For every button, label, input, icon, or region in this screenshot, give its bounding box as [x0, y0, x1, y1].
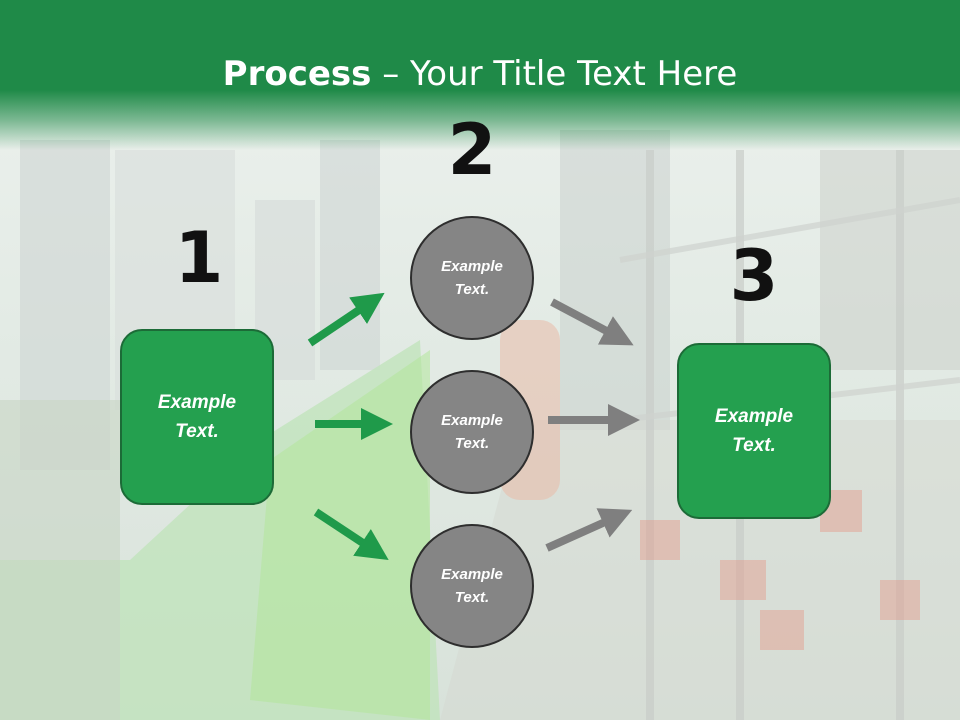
arrow-right-gray-icon — [545, 508, 633, 552]
title-rest: Your Title Text Here — [410, 54, 738, 94]
circle-middle: Example Text. — [410, 370, 534, 494]
arrow-right-green-icon — [307, 292, 385, 347]
step-1-box: Example Text. — [120, 329, 274, 505]
step-3-box: Example Text. — [677, 343, 831, 519]
circle-middle-text: Example Text. — [441, 412, 503, 452]
step-number-3: 3 — [729, 235, 779, 317]
step-number-2: 2 — [447, 109, 497, 191]
step-1-box-text: Example Text. — [157, 392, 237, 442]
circle-top-text: Example Text. — [441, 258, 503, 298]
title-band — [0, 0, 960, 150]
circle-top: Example Text. — [410, 216, 534, 340]
circle-bottom-text: Example Text. — [441, 566, 503, 606]
step-number-1: 1 — [174, 217, 224, 299]
title-bold: Process — [222, 54, 372, 94]
arrow-right-gray-icon — [550, 298, 634, 346]
arrow-right-green-icon — [313, 508, 389, 561]
title-separator: – — [371, 54, 411, 94]
circle-bottom: Example Text. — [410, 524, 534, 648]
step-3-box-text: Example Text. — [714, 406, 794, 456]
slide-title: Process – Your Title Text Here — [0, 52, 960, 96]
